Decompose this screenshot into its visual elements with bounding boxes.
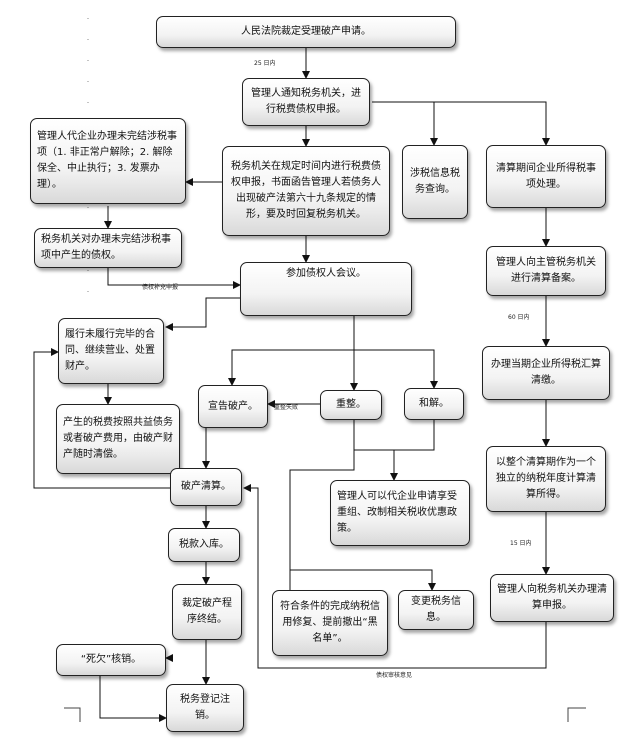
node-contract-perform: 履行未履行完毕的合同、继续营业、处置财产。: [58, 318, 164, 384]
node-credit-repair-text: 符合条件的完成纳税信用修复、提前撤出“黑名单”。: [280, 601, 380, 644]
edge-label-days60: 60 日内: [508, 314, 530, 321]
node-tax-declare-text: 税务机关在规定时间内进行税费债权申报，书面函告管理人若债务人出现破产法第六十九条…: [231, 161, 381, 220]
node-court-text: 人民法院裁定受理破产申请。: [241, 26, 371, 37]
node-tax-storage: 税款入库。: [168, 528, 240, 562]
edge-label-claim-confirm: 债权审核意见: [376, 672, 413, 679]
node-income-settle: 办理当期企业所得税汇算清缴。: [482, 346, 610, 400]
node-liquidation-income: 清算期间企业所得税事项处理。: [486, 145, 606, 208]
node-tax-storage-text: 税款入库。: [179, 539, 229, 550]
node-settle: 和解。: [404, 388, 464, 420]
node-change-info-text: 变更税务信息。: [411, 596, 461, 623]
node-deregister-text: 税务登记注销。: [180, 694, 230, 721]
node-expense-pay: 产生的税费按照共益债务或者破产费用，由破产财产随时清偿。: [56, 404, 180, 474]
node-filing-text: 管理人向主管税务机关进行清算备案。: [496, 257, 596, 284]
node-liquidation: 破产清算。: [170, 468, 242, 506]
node-liquidation-declare-text: 管理人向税务机关办理清算申报。: [497, 584, 607, 611]
node-notify: 管理人通知税务机关，进行税费债权申报。: [242, 78, 370, 126]
node-liquidation-income-text: 清算期间企业所得税事项处理。: [496, 162, 596, 190]
node-tax-unfinished-claim: 税务机关对办理未完结涉税事项中产生的债权。: [34, 228, 182, 268]
node-preferential-text: 管理人可以代企业申请享受重组、改制相关税收优惠政策。: [337, 491, 457, 534]
node-info-query: 涉税信息税务查询。: [402, 145, 468, 219]
node-whole-period: 以整个清算期作为一个独立的纳税年度计算清算所得。: [486, 446, 606, 512]
node-creditors-meeting-text: 参加债权人会议。: [286, 268, 366, 279]
node-bankrupt-declare: 宣告破产。: [198, 385, 268, 428]
node-terminate: 裁定破产程序终结。: [172, 584, 242, 640]
node-settle-text: 和解。: [419, 398, 449, 409]
edge-label-claim-supplement: 债权补充申报: [142, 284, 179, 291]
node-bad-debt-text: “死欠”核销。: [80, 654, 142, 665]
node-preferential: 管理人可以代企业申请享受重组、改制相关税收优惠政策。: [330, 480, 470, 546]
node-terminate-text: 裁定破产程序终结。: [182, 598, 232, 625]
node-expense-pay-text: 产生的税费按照共益债务或者破产费用，由破产财产随时清偿。: [63, 417, 173, 460]
node-creditors-meeting: 参加债权人会议。: [240, 262, 412, 316]
node-contract-perform-text: 履行未履行完毕的合同、继续营业、处置财产。: [65, 329, 155, 372]
node-info-query-text: 涉税信息税务查询。: [410, 168, 460, 195]
node-admin-unfinished: 管理人代企业办理未完结涉税事项（1. 非正常户解除；2. 解除保全、中止执行；3…: [30, 118, 186, 204]
node-notify-text: 管理人通知税务机关，进行税费债权申报。: [251, 88, 361, 115]
node-filing: 管理人向主管税务机关进行清算备案。: [486, 246, 606, 296]
node-whole-period-text: 以整个清算期作为一个独立的纳税年度计算清算所得。: [496, 457, 596, 500]
node-reorg: 重整。: [320, 390, 382, 420]
node-liquidation-declare: 管理人向税务机关办理清算申报。: [490, 574, 614, 622]
node-bankrupt-declare-text: 宣告破产。: [208, 400, 258, 412]
node-change-info: 变更税务信息。: [398, 590, 474, 630]
edge-label-reorg-fail: 重整失败: [274, 404, 299, 411]
edge-label-days15: 15 日内: [510, 540, 532, 547]
node-deregister: 税务登记注销。: [166, 684, 244, 732]
node-court: 人民法院裁定受理破产申请。: [156, 16, 456, 48]
edge-label-days25: 25 日内: [254, 60, 276, 67]
node-credit-repair: 符合条件的完成纳税信用修复、提前撤出“黑名单”。: [272, 590, 388, 656]
node-reorg-text: 重整。: [336, 399, 366, 410]
node-bad-debt: “死欠”核销。: [56, 644, 166, 676]
node-tax-declare: 税务机关在规定时间内进行税费债权申报，书面函告管理人若债务人出现破产法第六十九条…: [222, 146, 390, 236]
node-tax-unfinished-claim-text: 税务机关对办理未完结涉税事项中产生的债权。: [41, 234, 171, 261]
node-liquidation-text: 破产清算。: [181, 481, 231, 492]
node-admin-unfinished-text: 管理人代企业办理未完结涉税事项（1. 非正常户解除；2. 解除保全、中止执行；3…: [37, 131, 177, 190]
node-income-settle-text: 办理当期企业所得税汇算清缴。: [491, 359, 601, 386]
